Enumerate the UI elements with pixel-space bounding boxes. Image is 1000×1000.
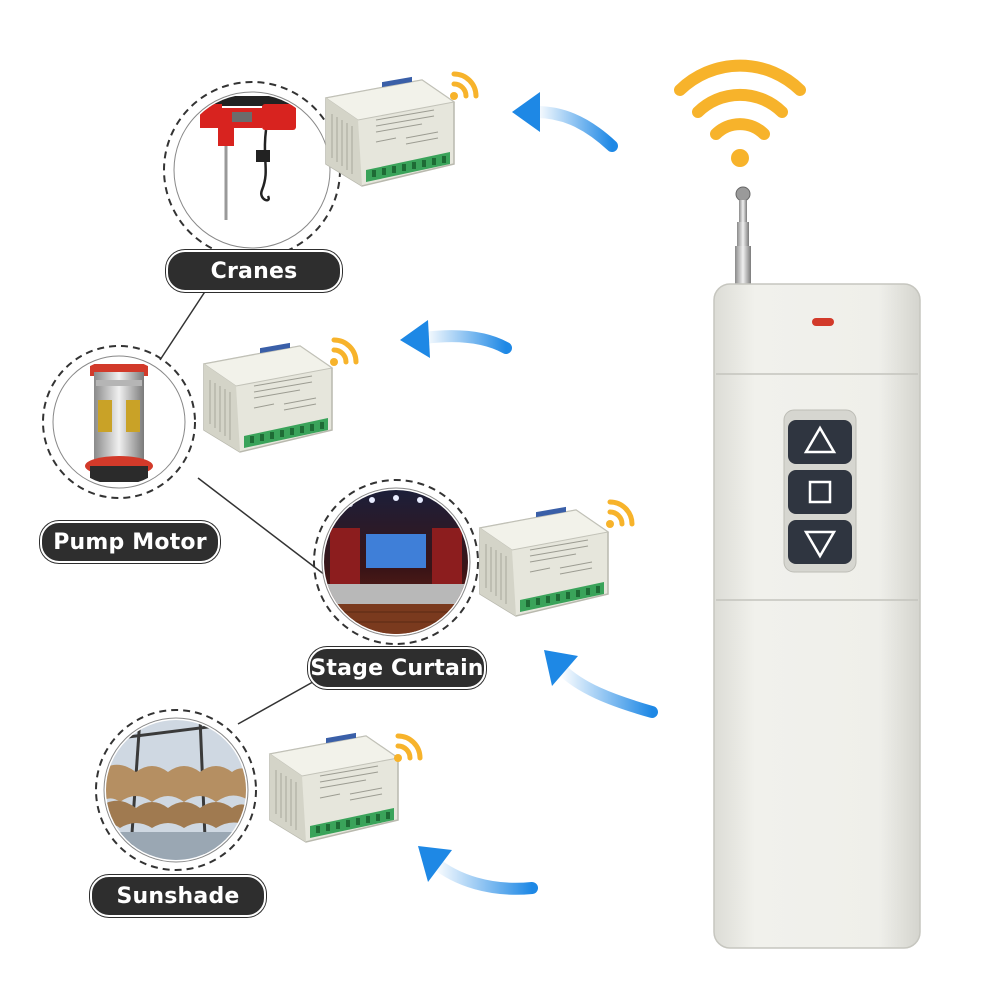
remote-control bbox=[713, 283, 921, 949]
label-sunshade: Sunshade bbox=[90, 875, 266, 917]
label-stage-curtain: Stage Curtain bbox=[308, 647, 486, 689]
wifi-signal-icon bbox=[674, 59, 806, 167]
relay-module-cranes bbox=[325, 76, 455, 187]
antenna bbox=[735, 186, 751, 288]
label-cranes: Cranes bbox=[166, 250, 342, 292]
up-triangle-icon bbox=[803, 425, 837, 454]
arrow-icon bbox=[400, 320, 512, 358]
relay-module-stage bbox=[479, 506, 609, 617]
stop-button[interactable] bbox=[788, 470, 852, 514]
pump-photo bbox=[42, 345, 196, 499]
signal-icon bbox=[330, 340, 356, 366]
label-pump-motor: Pump Motor bbox=[40, 521, 220, 563]
signal-icon bbox=[394, 736, 420, 762]
led-indicator bbox=[812, 318, 834, 326]
stage-photo bbox=[313, 479, 479, 645]
crane-photo bbox=[163, 81, 341, 259]
relay-module-sunshade bbox=[269, 732, 399, 843]
signal-icon bbox=[450, 74, 476, 100]
signal-icon bbox=[606, 502, 632, 528]
relay-module-pump bbox=[203, 342, 333, 453]
connector-lines bbox=[159, 283, 343, 725]
sunshade-photo bbox=[95, 709, 257, 871]
down-triangle-icon bbox=[803, 530, 837, 559]
up-button[interactable] bbox=[788, 420, 852, 464]
arrow-icon bbox=[544, 650, 658, 718]
stop-square-icon bbox=[808, 480, 832, 504]
arrow-icon bbox=[512, 92, 618, 152]
down-button[interactable] bbox=[788, 520, 852, 564]
arrow-icon bbox=[418, 846, 538, 895]
